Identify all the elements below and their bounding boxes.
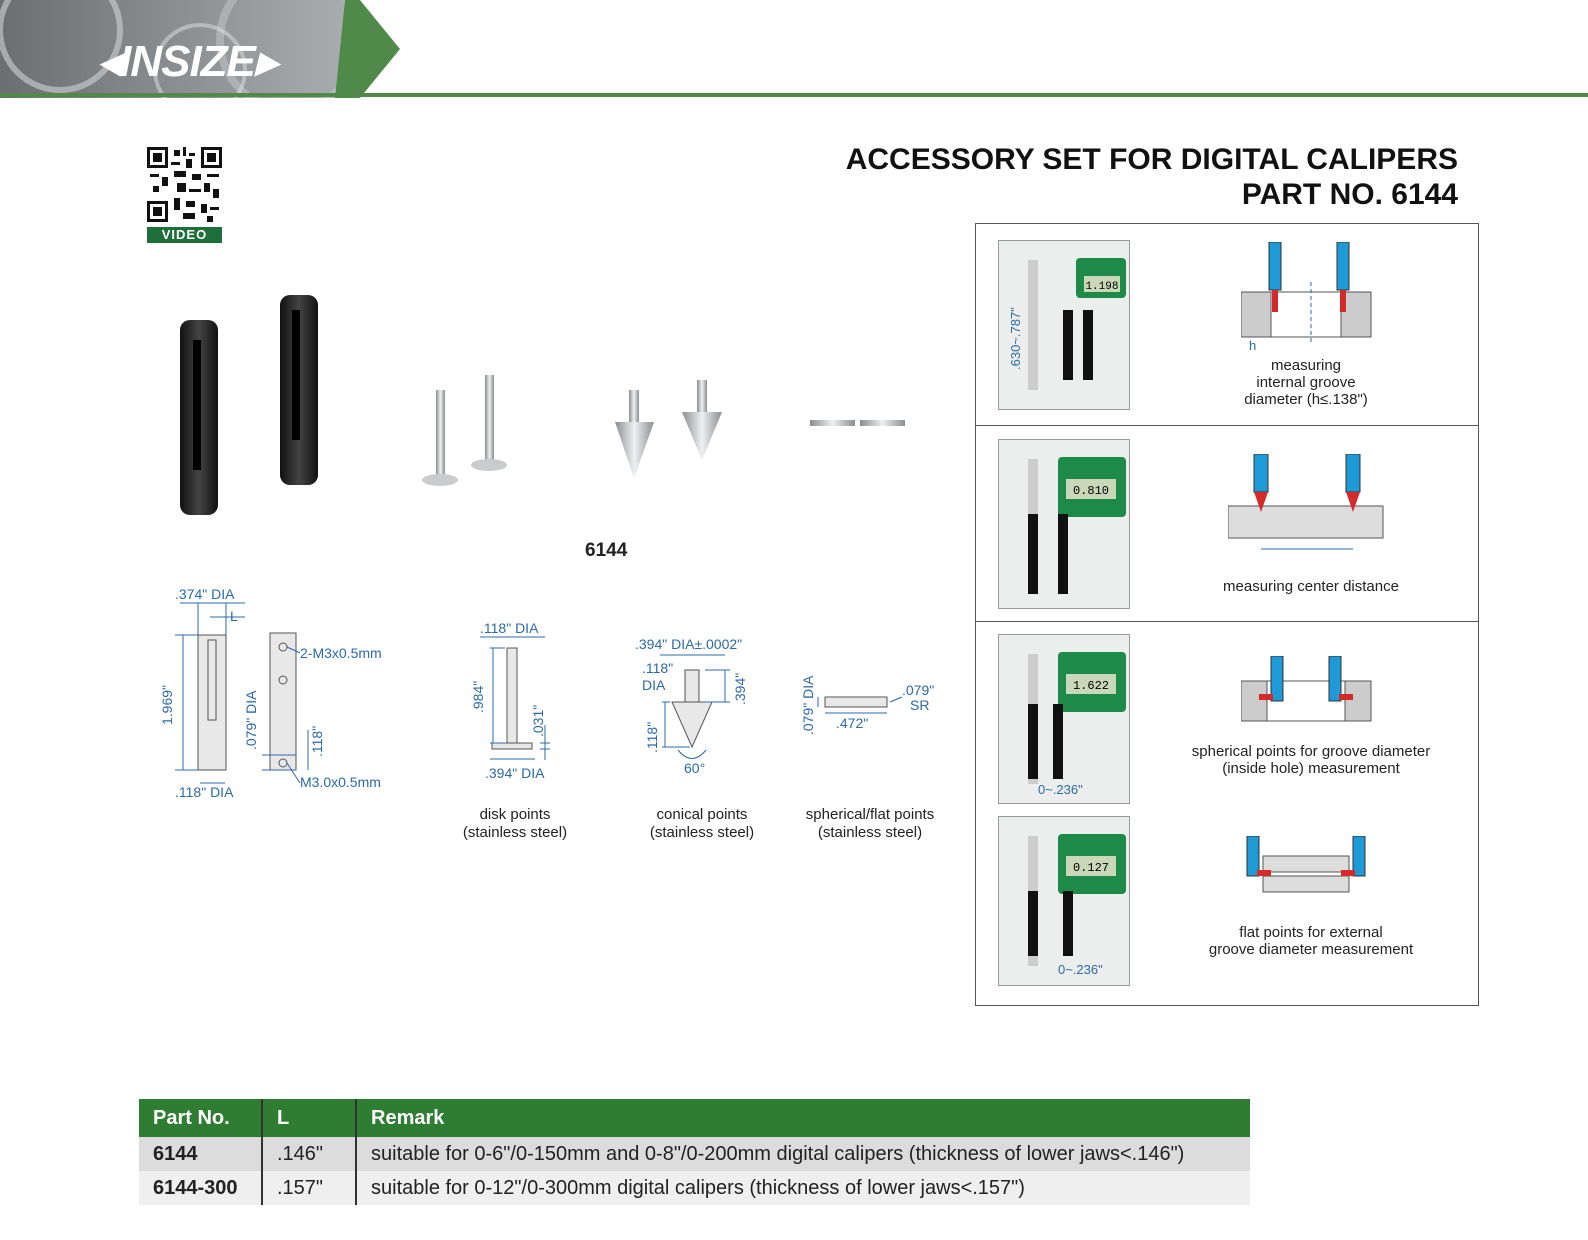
header-l: L <box>262 1099 357 1137</box>
disk-dia-top: .118" DIA <box>480 620 539 636</box>
table-row: 6144 .146" suitable for 0-6"/0-150mm and… <box>139 1137 1250 1171</box>
header-divider <box>0 93 1588 97</box>
conical-caption-line2: (stainless steel) <box>649 824 755 841</box>
diagram-internal-groove: h <box>1241 242 1372 352</box>
reading-3: 1.622 <box>1073 679 1109 693</box>
reading-4: 0.127 <box>1073 861 1109 875</box>
spherical-caption-line1: spherical/flat points <box>805 806 935 823</box>
spherical-length: .472" <box>836 715 868 731</box>
app-caption-2-line1: measuring center distance <box>1223 578 1399 595</box>
app-caption-1-line2: internal groove <box>1256 374 1356 391</box>
table-row: 6144-300 .157" suitable for 0-12"/0-300m… <box>139 1171 1250 1205</box>
cell-l: .146" <box>262 1137 357 1171</box>
spherical-sr-label: SR <box>910 697 929 713</box>
app-caption-1-line3: diameter (h≤.138") <box>1244 391 1368 408</box>
holder-dia-top: .374" DIA <box>175 586 235 602</box>
brand-name: INSIZE <box>119 37 256 86</box>
header-part-no: Part No. <box>139 1099 263 1137</box>
holder-thread-bottom: M3.0x0.5mm <box>300 774 381 790</box>
app-caption-3-line2: (inside hole) measurement <box>1222 760 1400 777</box>
arrow-right-icon: ▸ <box>254 37 277 86</box>
app-caption-1-line1: measuring <box>1270 357 1342 374</box>
product-photo <box>180 295 905 515</box>
cell-l: .157" <box>262 1171 357 1205</box>
header-remark: Remark <box>356 1099 1250 1137</box>
conical-points-photo <box>615 380 722 478</box>
h-label: h <box>1249 338 1256 352</box>
holder-height: 1.969" <box>159 685 175 725</box>
spherical-dia: .079" DIA <box>800 675 816 735</box>
cell-remark: suitable for 0-12"/0-300mm digital calip… <box>356 1171 1250 1205</box>
brand-logo: ◂INSIZE▸ <box>98 36 277 87</box>
page-title: ACCESSORY SET FOR DIGITAL CALIPERS <box>845 143 1458 176</box>
reading-2: 0.810 <box>1073 484 1109 498</box>
qr-code-icon <box>147 147 222 222</box>
holder-thread-top: 2-M3x0.5mm <box>300 645 382 661</box>
conical-points-caption: conical points (stainless steel) <box>627 806 777 842</box>
app-caption-4-line2: groove diameter measurement <box>1208 941 1414 958</box>
disk-caption-line1: disk points <box>479 806 551 823</box>
conical-height-118: .118" <box>644 722 660 753</box>
disk-points-photo <box>422 375 507 486</box>
spec-table: Part No. L Remark 6144 .146" suitable fo… <box>139 1099 1250 1205</box>
conical-dia-118: .118" <box>642 660 673 676</box>
panel-divider <box>976 621 1478 622</box>
range-1: .630~.787" <box>1008 307 1023 370</box>
disk-dia-bottom: .394" DIA <box>485 765 545 781</box>
product-model-label: 6144 <box>585 540 628 561</box>
table-header-row: Part No. L Remark <box>139 1099 1250 1137</box>
conical-caption-line1: conical points <box>656 806 748 823</box>
spherical-caption-line2: (stainless steel) <box>817 824 923 841</box>
caliper-photo-3: 1.622 0~.236" <box>998 634 1130 804</box>
spherical-sr-value: .079" <box>902 682 934 698</box>
conical-height-394: .394" <box>732 673 748 705</box>
arrow-left-icon: ◂ <box>98 37 120 86</box>
app-caption-4-line1: flat points for external <box>1239 924 1383 941</box>
diagram-external-groove <box>1246 836 1366 893</box>
disk-points-caption: disk points (stainless steel) <box>440 806 590 842</box>
holder-side-118: .118" <box>309 726 325 757</box>
panel-divider <box>976 425 1478 426</box>
app-caption-2: measuring center distance <box>1196 578 1426 595</box>
range-3: 0~.236" <box>1038 782 1083 797</box>
holder-dia-bottom: .118" DIA <box>175 784 234 800</box>
disk-thickness: .031" <box>530 705 546 737</box>
holder-photo <box>180 295 318 515</box>
applications-panel: 1.198 .630~.787" h measuring internal gr… <box>975 223 1479 1006</box>
qr-code[interactable]: VIDEO <box>147 147 222 243</box>
cell-remark: suitable for 0-6"/0-150mm and 0-8"/0-200… <box>356 1137 1250 1171</box>
app-caption-3-line1: spherical points for groove diameter <box>1191 743 1431 760</box>
qr-video-label: VIDEO <box>147 227 222 243</box>
spherical-points-caption: spherical/flat points (stainless steel) <box>790 806 950 842</box>
diagram-groove-spherical <box>1241 656 1372 722</box>
app-caption-4: flat points for external groove diameter… <box>1171 924 1451 958</box>
holder-side-dia: .079" DIA <box>243 690 259 750</box>
conical-angle: 60° <box>684 760 705 776</box>
spherical-points-photo <box>810 420 905 426</box>
reading-1: 1.198 <box>1085 281 1118 293</box>
caliper-photo-2: 0.810 <box>998 439 1130 609</box>
caliper-photo-4: 0.127 0~.236" <box>998 816 1130 986</box>
holder-l-label: L <box>230 608 238 624</box>
conical-dia-word: DIA <box>642 677 666 693</box>
caliper-photo-1: 1.198 .630~.787" <box>998 240 1130 410</box>
disk-caption-line2: (stainless steel) <box>462 824 568 841</box>
conical-dia-top: .394" DIA±.0002" <box>635 636 742 652</box>
diagram-center-distance <box>1228 454 1384 550</box>
part-number-title: PART NO. 6144 <box>1241 178 1458 211</box>
range-4: 0~.236" <box>1058 962 1103 977</box>
app-caption-3: spherical points for groove diameter (in… <box>1171 743 1451 777</box>
app-caption-1: measuring internal groove diameter (h≤.1… <box>1196 357 1416 408</box>
cell-part: 6144-300 <box>139 1171 263 1205</box>
header-banner <box>0 0 400 98</box>
disk-height: .984" <box>470 681 486 713</box>
cell-part: 6144 <box>139 1137 263 1171</box>
dimension-drawings: .374" DIA L 1.969" .118" DIA 2-M3x0.5mm … <box>159 586 934 800</box>
